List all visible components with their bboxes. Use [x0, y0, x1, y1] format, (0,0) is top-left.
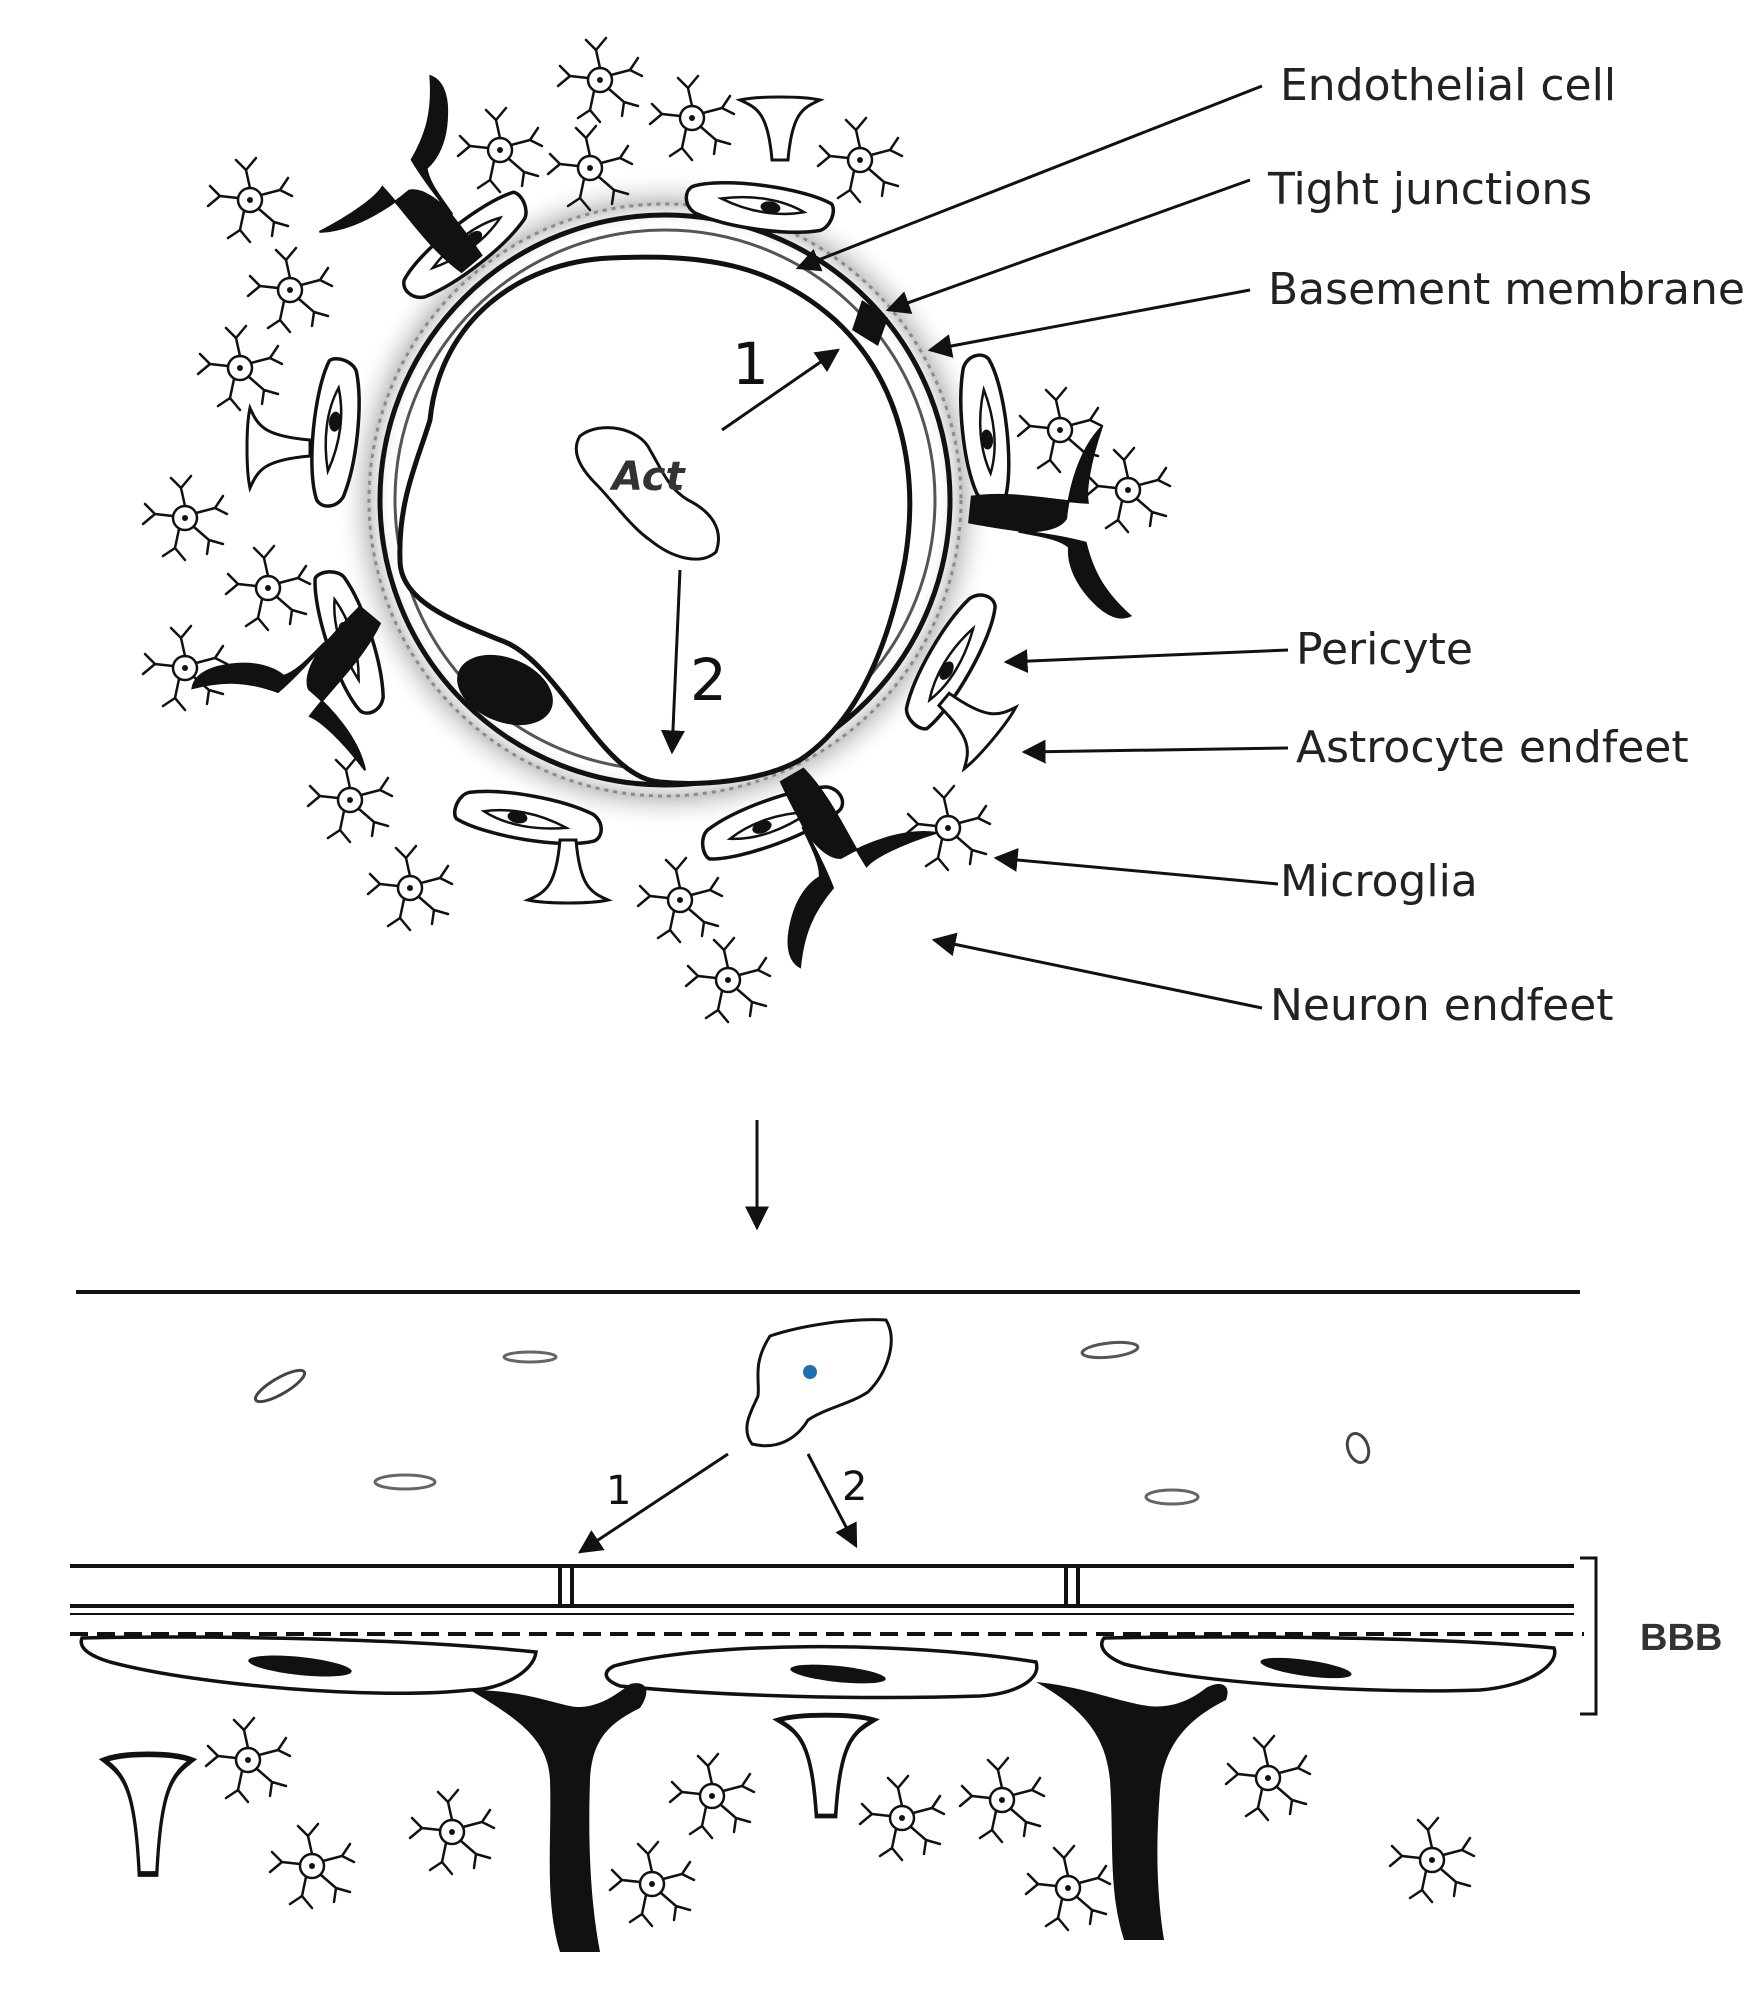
astrocyte-endfoot-icon: [778, 1715, 874, 1816]
label-basement-membrane-text: Basement membrane: [1268, 264, 1745, 315]
microglia-cell-icon: [858, 1774, 946, 1862]
pointer-neuron-endfeet: [931, 932, 1263, 1010]
vessel-cross-section: Act 1 2: [335, 170, 995, 830]
microglia-cell-icon: [306, 756, 394, 844]
tight-junction: [852, 300, 888, 346]
activated-cell-icon: [745, 1318, 893, 1448]
microglia-cell-icon: [1224, 1734, 1312, 1822]
blood-cell-icon: [1144, 1488, 1200, 1506]
label-tight-junctions: Tight junctions: [885, 164, 1592, 314]
pericyte-icon: [604, 1644, 1039, 1700]
microglia-cell-icon: [904, 784, 992, 872]
microglia-cell-icon: [196, 324, 284, 412]
tight-junction: [1064, 1566, 1080, 1606]
label-endothelial-cell-text: Endothelial cell: [1280, 60, 1616, 111]
pointer-microglia: [993, 848, 1279, 886]
endothelial-nucleus: [457, 654, 553, 726]
microglia-cell-icon: [608, 1840, 696, 1928]
microglia-cell-icon: [648, 74, 736, 162]
activated-cell-icon: [574, 426, 720, 561]
microglia-cell-icon: [684, 936, 772, 1024]
route-1-arrow: [721, 348, 840, 432]
route-1-arrow: [577, 1452, 729, 1554]
route-2-label: 2: [842, 1464, 867, 1510]
astrocyte-endfoot-icon: [104, 1754, 192, 1874]
pericyte-icon: [79, 1635, 538, 1695]
label-microglia: Microglia: [993, 848, 1478, 907]
label-pericyte-text: Pericyte: [1296, 624, 1473, 675]
label-pericyte: Pericyte: [1003, 624, 1473, 675]
bbb-label: BBB: [1640, 1617, 1722, 1659]
bbb-bracket: [1580, 1556, 1598, 1716]
blood-cell-icon: [1345, 1431, 1371, 1465]
route-1-label: 1: [732, 330, 769, 398]
pericyte-icon: [1100, 1635, 1557, 1693]
label-microglia-text: Microglia: [1280, 856, 1478, 907]
tight-junction: [558, 1566, 574, 1606]
neuron-endfoot-icon: [1036, 1682, 1228, 1940]
label-astrocyte-endfeet-text: Astrocyte endfeet: [1296, 722, 1689, 773]
microglia-cell-icon: [958, 1756, 1046, 1844]
route-2-arrow: [660, 569, 685, 755]
label-endothelial-cell: Endothelial cell: [795, 60, 1616, 272]
microglia-cell-icon: [1388, 1816, 1476, 1904]
microglia-cell-icon: [556, 36, 644, 124]
microglia-cell-icon: [141, 474, 229, 562]
blood-cell-icon: [1080, 1340, 1140, 1360]
microglia-cell-icon: [204, 1716, 292, 1804]
microglia-cell-icon: [816, 116, 904, 204]
vessel-wall-outer: [377, 212, 953, 788]
microglia-cell-icon: [668, 1752, 756, 1840]
label-neuron-endfeet-text: Neuron endfeet: [1270, 980, 1614, 1031]
microglia-cell-icon: [408, 1788, 496, 1876]
blood-cell-icon: [253, 1368, 307, 1404]
microglia-cell-icon: [366, 844, 454, 932]
pointer-basement-membrane: [927, 288, 1251, 358]
blood-cell-icon: [502, 1350, 558, 1364]
astrocyte-endfoot-icon: [245, 406, 312, 490]
pointer-tight-junctions: [885, 178, 1251, 314]
microglia-cell-icon: [224, 544, 312, 632]
astrocyte-endfoot-icon: [738, 95, 822, 162]
label-tight-junctions-text: Tight junctions: [1267, 164, 1592, 215]
cell-nucleus: [803, 1365, 817, 1379]
label-neuron-endfeet: Neuron endfeet: [931, 932, 1614, 1031]
blood-cell-icon: [373, 1473, 437, 1491]
microglia-cell-icon: [268, 1822, 356, 1910]
basement-membrane-ring: [367, 202, 963, 798]
astrocyte-endfoot-icon: [526, 838, 610, 905]
route-1-label: 1: [606, 1468, 631, 1514]
act-label: Act: [609, 454, 686, 500]
microglia-cell-icon: [456, 106, 544, 194]
microglia-cell-icon: [246, 246, 334, 334]
microglia-cell-icon: [206, 156, 294, 244]
microglia-cell-icon: [1084, 446, 1172, 534]
microglia-cell-icon: [636, 856, 724, 944]
route-2-arrow: [806, 1453, 858, 1549]
route-2-label: 2: [690, 646, 727, 714]
pointer-astrocyte-endfeet: [1021, 739, 1289, 764]
label-astrocyte-endfeet: Astrocyte endfeet: [1021, 722, 1689, 773]
neuron-endfoot-icon: [470, 1683, 647, 1952]
longitudinal-section: 1 2 BBB: [70, 1290, 1722, 1952]
microglia-cell-icon: [1024, 1844, 1112, 1932]
label-basement-membrane: Basement membrane: [927, 264, 1745, 358]
pointer-pericyte: [1003, 648, 1289, 674]
pointer-endothelial-cell: [795, 84, 1263, 272]
